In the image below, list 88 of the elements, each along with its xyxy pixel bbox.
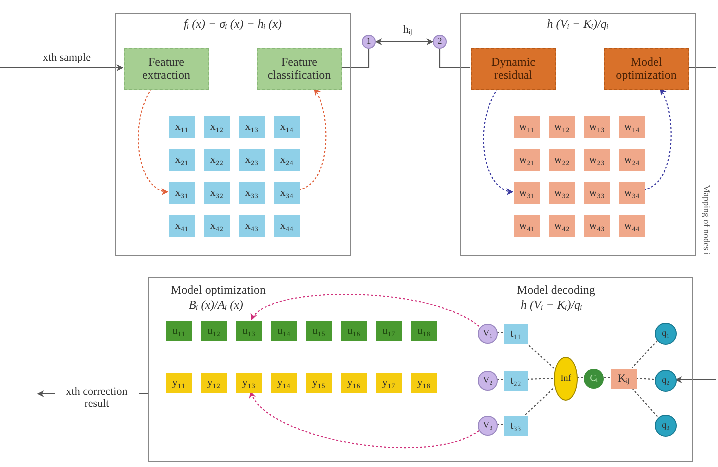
variable-tile: w₁₄ [619,116,645,138]
formula-text: Bᵢ (x)/Aᵢ (x) [189,299,244,312]
variable-tile: x₄₂ [204,215,230,237]
arrow [0,64,124,72]
arrow [250,391,480,449]
node-circle: V₁ [478,324,498,344]
variable-tile: u₁₇ [376,321,402,341]
variable-tile: x₄₄ [274,215,300,237]
node-circle: Cᵢ [584,369,604,389]
variable-tile: x₁₂ [204,116,230,138]
variable-tile: x₃₄ [274,182,300,204]
section-heading: Model optimization [171,284,266,298]
edge-label: xth correction result [55,386,139,410]
panel-frame [460,13,696,256]
variable-tile: w₃₂ [549,182,575,204]
variable-tile: w₁₂ [549,116,575,138]
variable-tile: x₃₁ [169,182,195,204]
formula-text: h (Vᵢ − Kᵢ)/qᵢ [521,299,582,312]
arrow [675,376,716,384]
variable-tile: t₃₃ [504,416,528,436]
variable-tile: x₂₄ [274,149,300,171]
section-heading: Model decoding [517,284,596,298]
variable-tile: Kᵢⱼ [611,369,637,389]
arrow [341,49,370,69]
variable-tile: x₁₃ [239,116,265,138]
variable-tile: w₄₂ [549,215,575,237]
variable-tile: w₃₁ [514,182,540,204]
variable-tile: x₃₃ [239,182,265,204]
arrow [138,88,169,194]
arrow [483,88,514,194]
formula-text: h (Vᵢ − Kᵢ)/qᵢ [546,18,610,32]
variable-tile: u₁₁ [166,321,192,341]
variable-tile: w₂₁ [514,149,540,171]
variable-tile: u₁₃ [236,321,262,341]
variable-tile: y₁₆ [341,373,367,393]
variable-tile: t₁₁ [504,324,528,344]
process-box: Dynamic residual [471,48,556,90]
node-circle: V₃ [478,416,498,436]
formula-text: fᵢ (x) − σᵢ (x) − hᵢ (x) [182,18,284,32]
variable-tile: w₄₃ [584,215,610,237]
variable-tile: w₃₄ [619,182,645,204]
variable-tile: x₄₁ [169,215,195,237]
process-box: Feature extraction [124,48,209,90]
variable-tile: w₃₃ [584,182,610,204]
process-box: Feature classification [257,48,342,90]
process-box: Model optimization [604,48,689,90]
variable-tile: y₁₂ [201,373,227,393]
panel-frame [148,277,693,462]
variable-tile: w₄₄ [619,215,645,237]
side-note: Mapping of nodes i [702,185,712,256]
variable-tile: u₁₅ [306,321,332,341]
variable-tile: x₂₃ [239,149,265,171]
variable-tile: x₁₁ [169,116,195,138]
node-circle: q₁ [655,323,677,345]
variable-tile: y₁₈ [411,373,437,393]
variable-tile: y₁₅ [306,373,332,393]
variable-tile: u₁₂ [201,321,227,341]
node-circle: q₂ [655,370,677,392]
arrow [644,88,672,191]
variable-tile: x₁₄ [274,116,300,138]
arrow [298,88,327,191]
variable-tile: x₂₁ [169,149,195,171]
variable-tile: x₂₂ [204,149,230,171]
variable-tile: u₁₆ [341,321,367,341]
variable-tile: w₁₁ [514,116,540,138]
panel-frame [115,13,351,256]
node-circle: q₃ [655,415,677,437]
variable-tile: y₁₇ [376,373,402,393]
variable-tile: w₂₄ [619,149,645,171]
node-circle: V₂ [478,371,498,391]
variable-tile: y₁₄ [271,373,297,393]
arrow [439,49,470,69]
variable-tile: w₂₂ [549,149,575,171]
variable-tile: w₁₃ [584,116,610,138]
variable-tile: x₄₃ [239,215,265,237]
arrow [251,294,480,328]
variable-tile: x₃₂ [204,182,230,204]
variable-tile: w₄₁ [514,215,540,237]
variable-tile: u₁₈ [411,321,437,341]
ellipse-node: Inf [554,357,578,401]
variable-tile: y₁₃ [236,373,262,393]
node-circle: 2 [433,35,447,49]
node-circle: 1 [362,35,376,49]
variable-tile: u₁₄ [271,321,297,341]
variable-tile: y₁₁ [166,373,192,393]
variable-tile: t₂₂ [504,371,528,391]
variable-tile: w₂₃ [584,149,610,171]
arrow [375,38,434,46]
